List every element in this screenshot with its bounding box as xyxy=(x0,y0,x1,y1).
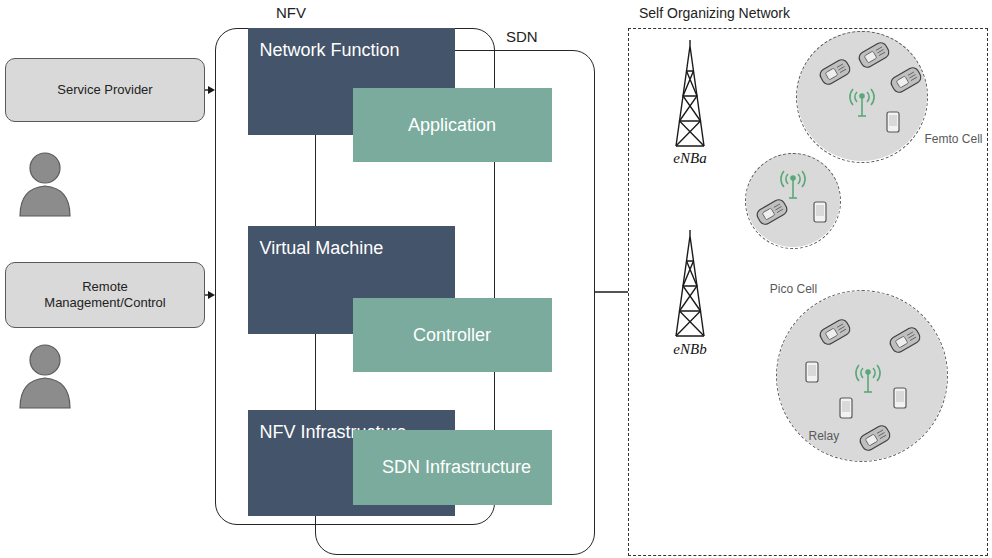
station-label: eNBa xyxy=(660,150,720,167)
cell-fill xyxy=(746,153,840,247)
connector xyxy=(595,292,628,293)
phone-icon xyxy=(888,326,922,355)
phone-icon xyxy=(857,41,891,70)
cell-fill xyxy=(777,291,947,461)
node-text: NFV xyxy=(276,4,306,21)
antenna-icon xyxy=(856,365,880,392)
node-text: Virtual Machine xyxy=(248,226,396,259)
phone-icon xyxy=(818,318,852,347)
node-text: SDN xyxy=(506,28,538,45)
cell-fill xyxy=(797,31,927,161)
node-text: Controller xyxy=(413,323,491,347)
layer-box: Application xyxy=(353,88,552,162)
phone-icon xyxy=(818,58,852,87)
connector xyxy=(205,291,215,299)
cell-circle: Pico Cell xyxy=(745,153,841,249)
phone-icon xyxy=(887,112,899,132)
node-text: Femto Cell xyxy=(925,132,983,146)
connector xyxy=(205,86,215,94)
phone-icon xyxy=(858,424,892,453)
phone-icon xyxy=(840,398,852,418)
cell-circle: Femto Cell xyxy=(796,31,928,163)
antenna-icon xyxy=(850,89,874,116)
network-region: Self Organizing NetworkFemto CellPico Ce… xyxy=(628,28,988,556)
node-text: Relay xyxy=(809,429,840,443)
actor-box: Remote Management/Control xyxy=(5,262,205,328)
base-station-tower xyxy=(676,230,704,336)
node-text: Service Provider xyxy=(57,82,152,98)
node-text: Application xyxy=(408,113,496,137)
antenna-icon xyxy=(781,171,805,198)
person-icon xyxy=(20,345,70,408)
node-text: Pico Cell xyxy=(746,282,842,296)
group-region: SDNApplicationControllerSDN Infrastructu… xyxy=(315,50,595,555)
base-station-tower xyxy=(676,40,704,146)
layer-box: Controller xyxy=(353,298,552,372)
phone-icon xyxy=(806,362,818,382)
node-text: Self Organizing Network xyxy=(639,5,790,21)
phone-icon xyxy=(755,198,789,227)
actor-box: Service Provider xyxy=(5,58,205,122)
node-text: Network Function xyxy=(248,28,412,61)
phone-icon xyxy=(894,388,906,408)
cell-circle: Relay xyxy=(776,290,948,462)
node-text: Remote Management/Control xyxy=(30,279,180,311)
person-icon xyxy=(20,153,70,216)
phone-icon xyxy=(889,66,923,95)
station-label: eNBb xyxy=(660,341,720,358)
node-text: SDN Infrastructure xyxy=(382,455,522,479)
layer-box: SDN Infrastructure xyxy=(353,430,552,505)
phone-icon xyxy=(814,202,826,222)
